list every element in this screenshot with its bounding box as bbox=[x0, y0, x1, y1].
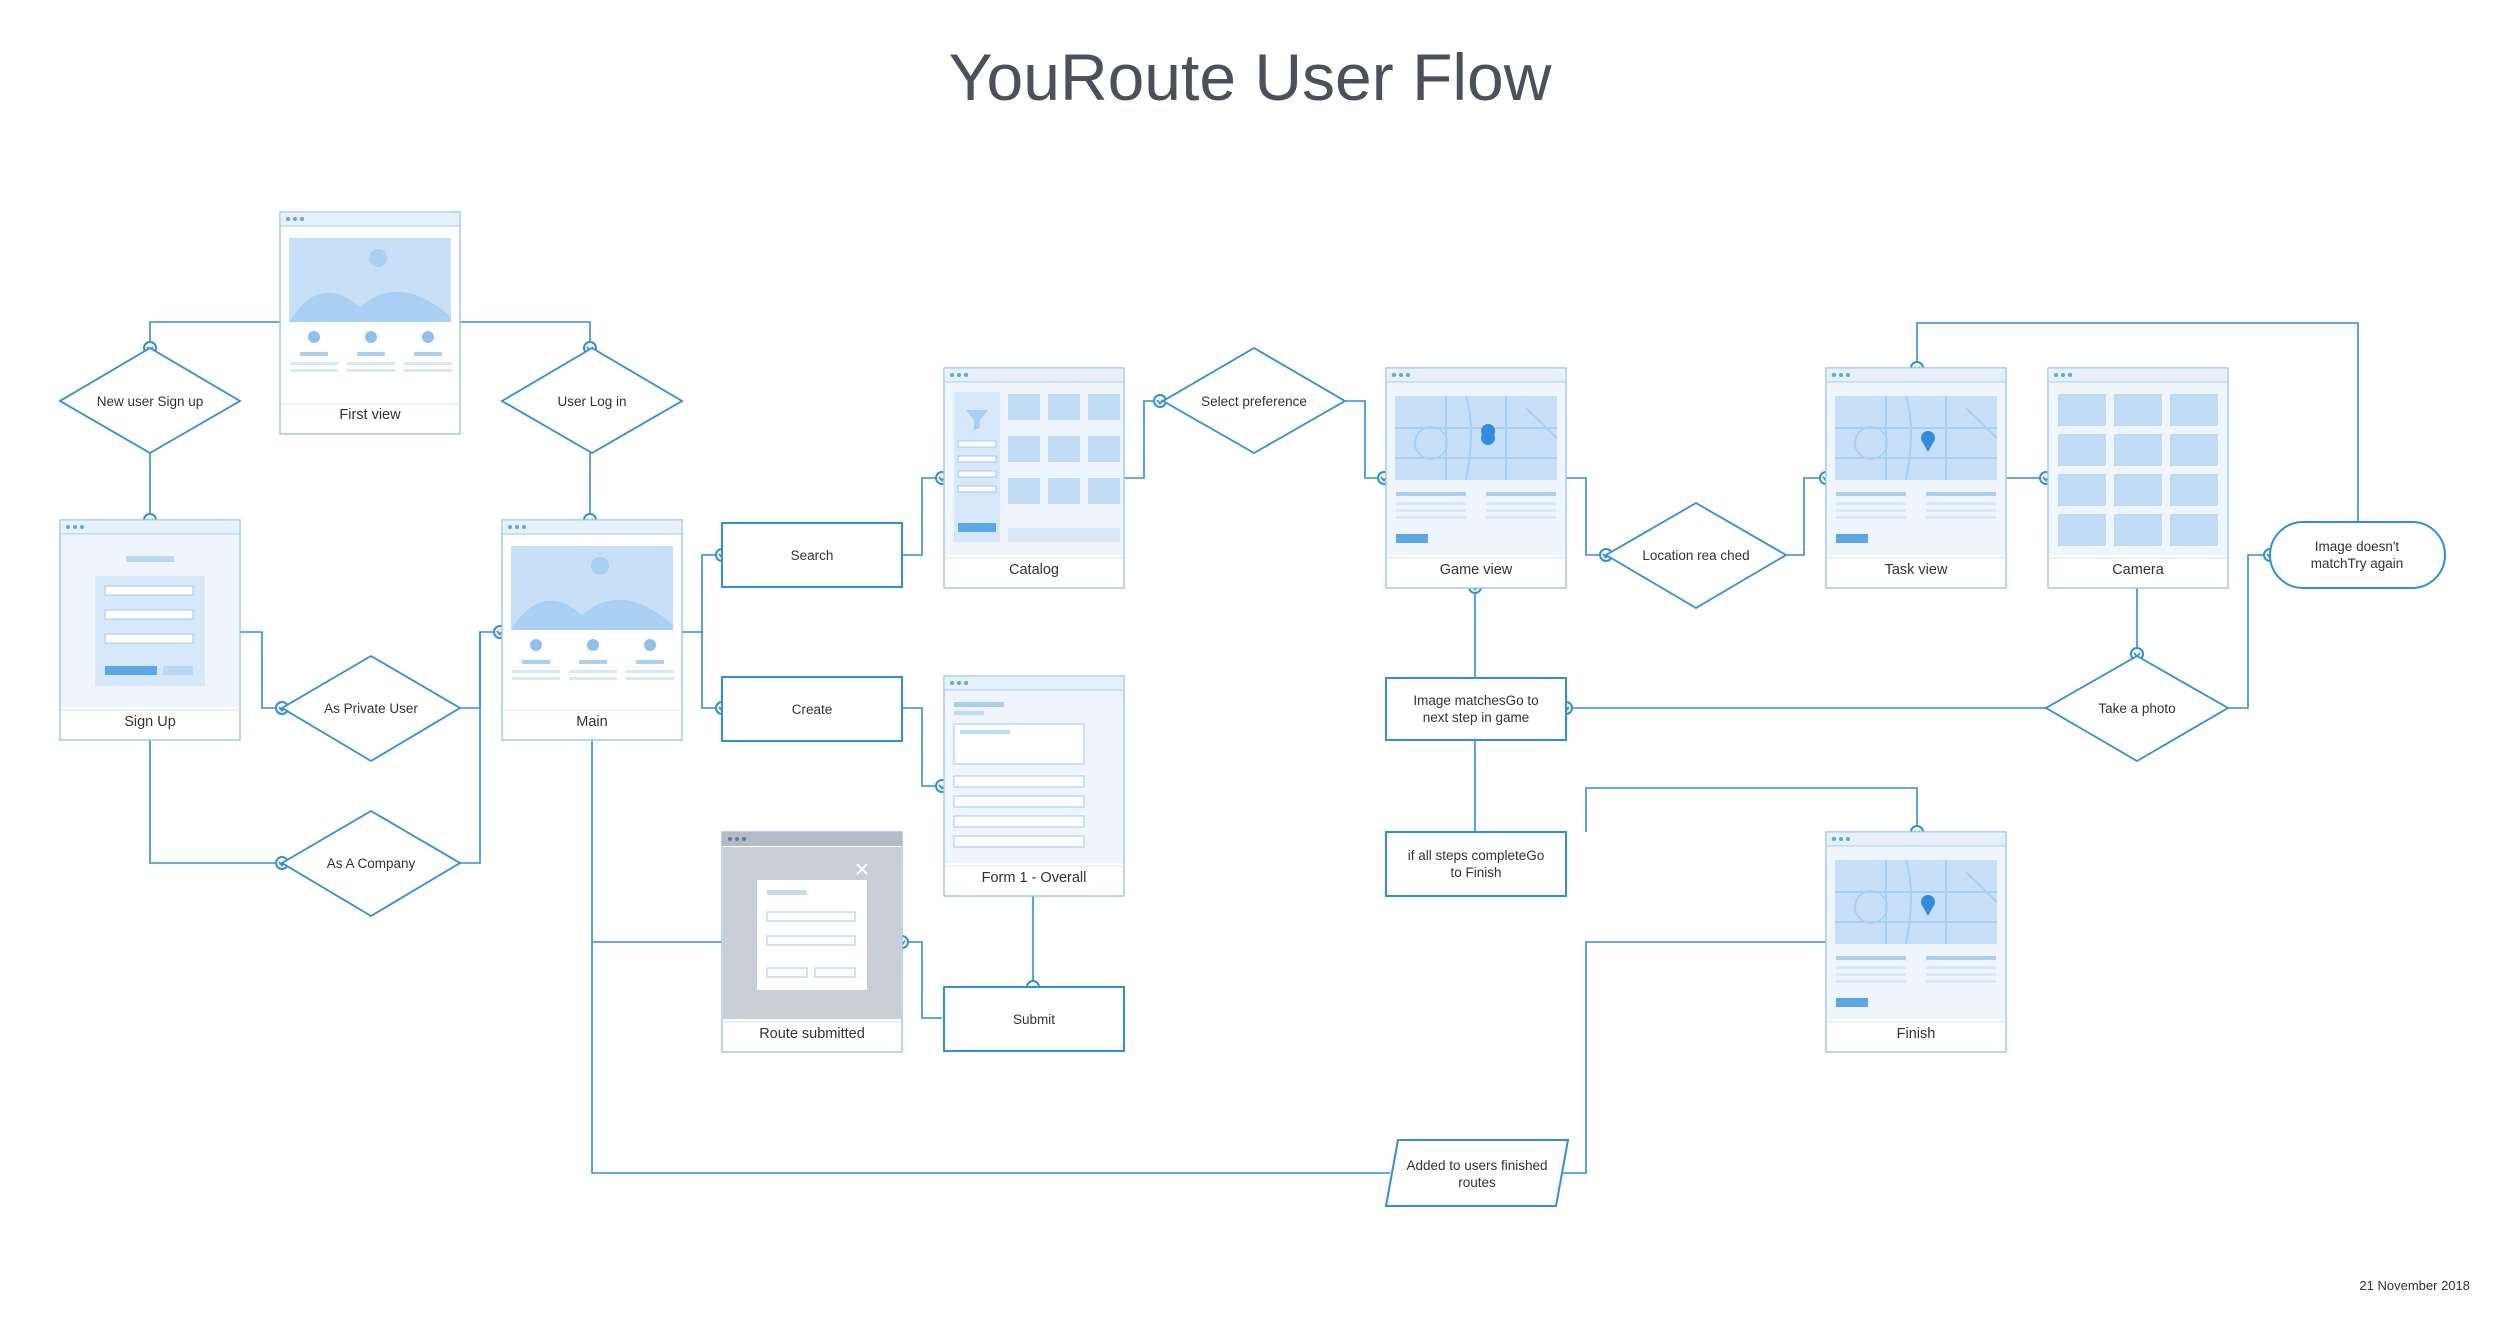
action-label: to Finish bbox=[1450, 865, 1501, 880]
screen-form-overall[interactable]: Form 1 - Overall bbox=[943, 675, 1125, 897]
screen-label: Sign Up bbox=[124, 714, 176, 730]
decision-label: Location rea ched bbox=[1642, 548, 1749, 563]
decision-label: Take a photo bbox=[2098, 701, 2175, 716]
screen-label: Main bbox=[576, 714, 607, 730]
terminal-label: matchTry again bbox=[2311, 556, 2404, 571]
screen-label: Catalog bbox=[1009, 562, 1059, 578]
screen-first-view[interactable]: First view bbox=[279, 211, 461, 435]
decision-label: As Private User bbox=[324, 701, 418, 716]
screen-main[interactable]: Main bbox=[501, 519, 683, 741]
decision-label: As A Company bbox=[327, 856, 416, 871]
decision-location-reached[interactable]: Location rea ched bbox=[1604, 501, 1788, 610]
page-title: YouRoute User Flow bbox=[949, 40, 1552, 114]
date-label: 21 November 2018 bbox=[2359, 1278, 2470, 1293]
screen-label: Route submitted bbox=[759, 1026, 865, 1042]
screen-finish[interactable]: Finish bbox=[1825, 831, 2007, 1053]
action-label: next step in game bbox=[1423, 710, 1530, 725]
decision-as-private-user[interactable]: As Private User bbox=[280, 654, 462, 763]
decision-label: User Log in bbox=[557, 394, 626, 409]
decision-as-a-company[interactable]: As A Company bbox=[280, 809, 462, 918]
screen-task-view[interactable]: Task view bbox=[1825, 367, 2007, 589]
terminal-image-doesnt-match[interactable]: Image doesn't matchTry again bbox=[2269, 521, 2446, 589]
action-search[interactable]: Search bbox=[721, 522, 903, 588]
decision-user-log-in[interactable]: User Log in bbox=[500, 346, 684, 455]
connectors bbox=[149, 321, 2359, 1174]
screen-label: Game view bbox=[1440, 562, 1513, 578]
screen-sign-up[interactable]: Sign Up bbox=[59, 519, 241, 741]
screen-camera[interactable]: Camera bbox=[2047, 367, 2229, 589]
data-label: Added to users finished bbox=[1406, 1158, 1547, 1173]
action-create[interactable]: Create bbox=[721, 676, 903, 742]
screen-label: Form 1 - Overall bbox=[982, 870, 1087, 886]
decision-select-preference[interactable]: Select preference bbox=[1161, 346, 1347, 455]
screen-label: Camera bbox=[2112, 562, 2165, 578]
action-label: Search bbox=[791, 548, 834, 563]
decision-label: New user Sign up bbox=[97, 394, 204, 409]
action-label: Create bbox=[792, 702, 833, 717]
action-label: Submit bbox=[1013, 1012, 1055, 1027]
screen-label: Task view bbox=[1885, 562, 1948, 578]
screen-route-submitted[interactable]: Route submitted bbox=[721, 831, 903, 1053]
action-label: Image matchesGo to bbox=[1413, 693, 1538, 708]
action-label: if all steps completeGo bbox=[1408, 848, 1545, 863]
screen-label: Finish bbox=[1897, 1026, 1936, 1042]
decision-new-user-sign-up[interactable]: New user Sign up bbox=[58, 346, 242, 455]
action-submit[interactable]: Submit bbox=[943, 986, 1125, 1052]
decision-take-a-photo[interactable]: Take a photo bbox=[2044, 654, 2230, 763]
action-all-steps-complete[interactable]: if all steps completeGo to Finish bbox=[1385, 831, 1567, 897]
action-image-matches[interactable]: Image matchesGo to next step in game bbox=[1385, 677, 1567, 741]
decision-label: Select preference bbox=[1201, 394, 1307, 409]
data-added-to-finished-routes[interactable]: Added to users finished routes bbox=[1384, 1139, 1570, 1207]
screen-game-view[interactable]: Game view bbox=[1385, 367, 1567, 589]
data-label: routes bbox=[1458, 1175, 1496, 1190]
terminal-label: Image doesn't bbox=[2315, 539, 2400, 554]
screen-label: First view bbox=[339, 407, 401, 423]
screen-catalog[interactable]: Catalog bbox=[943, 367, 1125, 589]
